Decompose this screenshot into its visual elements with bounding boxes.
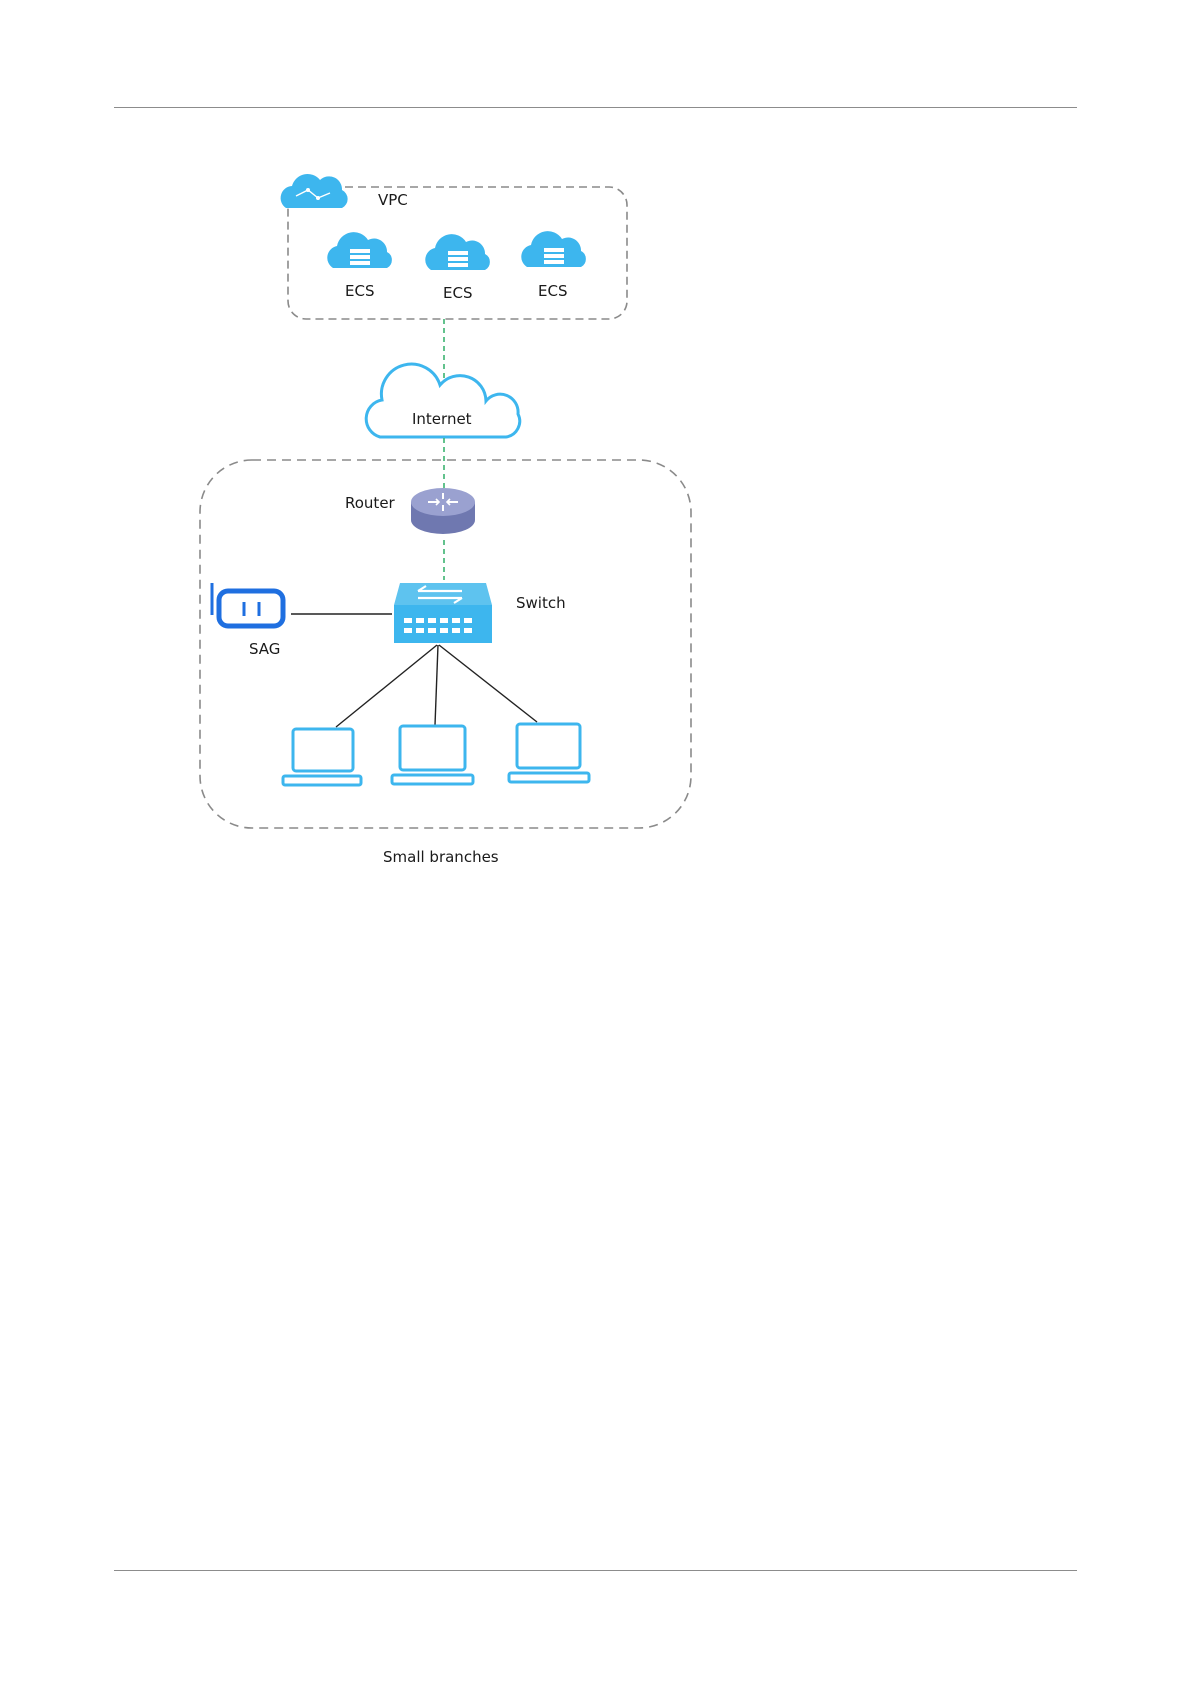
laptop-icon [392,726,473,784]
router-icon [411,488,475,534]
switch-laptop-link [336,645,437,727]
switch-icon [394,583,492,643]
ecs-label: ECS [443,284,472,302]
laptop-icon [283,729,361,785]
ecs-label: ECS [345,282,374,300]
switch-label: Switch [516,594,566,612]
switch-laptop-link [435,645,438,725]
ecs-icon [521,231,586,267]
ecs-label: ECS [538,282,567,300]
vpc-cloud-icon [281,174,348,208]
branch-caption: Small branches [383,848,499,866]
switch-laptop-link [439,645,537,722]
sag-icon [212,583,283,626]
ecs-icon [327,232,392,268]
router-label: Router [345,494,396,512]
vpc-label: VPC [378,191,408,209]
sag-label: SAG [249,640,280,658]
internet-label: Internet [412,410,472,428]
ecs-icon [425,234,490,270]
laptop-icon [509,724,589,782]
